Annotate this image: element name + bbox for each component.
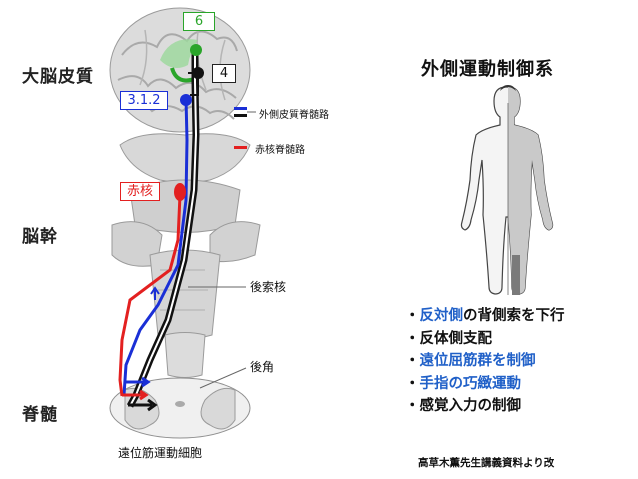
posterior-horn-pointer (199, 367, 247, 389)
distal-motor-neuron-label: 遠位筋運動細胞 (118, 446, 203, 460)
area6-region (160, 39, 198, 69)
legend-blue-symbol (234, 107, 247, 110)
area4-label: 4 (212, 64, 236, 83)
human-figure (460, 85, 554, 295)
area6-label: 6 (183, 12, 215, 31)
bullet-list: ・反対側の背側索を下行 ・反体側支配 ・遠位屈筋群を制御 ・手指の巧緻運動 ・感… (405, 305, 565, 418)
area4-dot (192, 67, 204, 79)
region-label-cortex: 大脳皮質 (22, 67, 94, 87)
legend-black-symbol (234, 114, 247, 117)
blue-tract-ending (124, 376, 151, 388)
bullet-item: ・遠位屈筋群を制御 (405, 353, 536, 369)
source-credit: 高草木薫先生講義資料より改 (418, 457, 555, 469)
bullet-item: ・反対側の背側索を下行 (405, 308, 565, 324)
blue-tract (122, 97, 189, 396)
red-nucleus-shape (174, 183, 186, 201)
region-label-spinal-cord: 脊髄 (22, 405, 58, 425)
spinal-cord-cross-section (109, 377, 251, 439)
region-label-brainstem: 脳幹 (22, 227, 58, 247)
posterior-funiculus-nucleus-label: 後索核 (250, 280, 287, 294)
legend-lateral-corticospinal: 外側皮質脊髄路 (259, 110, 329, 121)
bullet-item: ・感覚入力の制御 (405, 398, 521, 414)
red-tract (118, 194, 182, 397)
black-tract-ending (128, 398, 158, 412)
red-tract-ending (122, 389, 149, 401)
bullet-item: ・手指の巧緻運動 (405, 375, 521, 392)
page-title: 外側運動制御系 (421, 59, 554, 80)
area312-dot (180, 94, 192, 106)
area312-label: 3.1.2 (120, 91, 168, 110)
red-nucleus-label: 赤核 (120, 182, 161, 201)
legend-red-symbol (234, 146, 247, 149)
legend-rubrospinal: 赤核脊髄路 (255, 145, 305, 156)
area6-dot (190, 44, 202, 56)
bullet-item: ・反体側支配 (405, 330, 492, 347)
posterior-horn-label: 後角 (250, 360, 275, 374)
body-outline (460, 85, 554, 295)
